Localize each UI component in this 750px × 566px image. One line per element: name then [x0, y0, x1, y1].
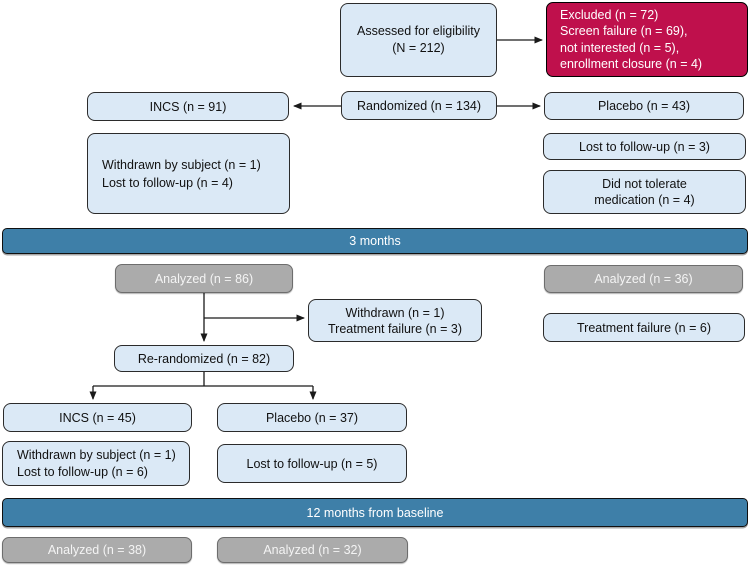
incs-45-box: INCS (n = 45): [3, 403, 192, 432]
analyzed-32-box: Analyzed (n = 32): [217, 537, 408, 563]
lost-followup-5-box: Lost to follow-up (n = 5): [217, 444, 407, 483]
analyzed-36-box: Analyzed (n = 36): [544, 265, 743, 293]
text-line: INCS (n = 45): [59, 410, 136, 425]
text-line: Analyzed (n = 36): [594, 272, 693, 286]
incs-91-box: INCS (n = 91): [87, 92, 289, 121]
twelve-months-band: 12 months from baseline: [2, 498, 748, 527]
text-line: Lost to follow-up (n = 5): [246, 456, 378, 471]
incs45-withdrawn-box: Withdrawn by subject (n = 1) Lost to fol…: [2, 441, 190, 486]
text-line: Did not tolerate: [602, 177, 687, 191]
text-line: Placebo (n = 43): [597, 99, 691, 113]
incs-withdrawn-box: Withdrawn by subject (n = 1) Lost to fol…: [87, 133, 290, 214]
text-line: Placebo (n = 37): [265, 410, 359, 425]
placebo-37-box: Placebo (n = 37): [217, 403, 407, 432]
text-line: Lost to follow-up (n = 4): [102, 175, 233, 190]
text-line: Assessed for eligibility: [357, 24, 480, 38]
text-line: Screen failure (n = 69),: [560, 24, 688, 38]
text-line: Withdrawn (n = 1): [345, 305, 445, 320]
withdrawn-treatment-failure-box: Withdrawn (n = 1) Treatment failure (n =…: [308, 299, 482, 342]
text-line: enrollment closure (n = 4): [560, 57, 703, 71]
three-months-band: 3 months: [2, 228, 748, 254]
text-line: Treatment failure (n = 3): [328, 321, 462, 336]
assessed-eligibility-box: Assessed for eligibility (N = 212): [340, 3, 497, 77]
text-line: Withdrawn by subject (n = 1): [17, 447, 176, 462]
text-line: (N = 212): [392, 41, 445, 55]
randomized-box: Randomized (n = 134): [341, 91, 497, 120]
text-line: Lost to follow-up (n = 6): [17, 464, 148, 479]
text-line: Randomized (n = 134): [356, 98, 482, 113]
text-line: Withdrawn by subject (n = 1): [102, 157, 261, 172]
text-line: Excluded (n = 72): [560, 7, 659, 22]
band-label: 3 months: [349, 234, 401, 248]
excluded-box: Excluded (n = 72) Screen failure (n = 69…: [546, 2, 748, 77]
text-line: Analyzed (n = 38): [47, 543, 147, 557]
did-not-tolerate-box: Did not tolerate medication (n = 4): [543, 170, 746, 214]
re-randomized-box: Re-randomized (n = 82): [114, 345, 294, 372]
text-line: Lost to follow-up (n = 3): [579, 139, 710, 154]
treatment-failure-6-box: Treatment failure (n = 6): [543, 313, 745, 342]
analyzed-38-box: Analyzed (n = 38): [2, 537, 192, 563]
text-line: Analyzed (n = 32): [263, 543, 362, 557]
text-line: INCS (n = 91): [149, 99, 227, 114]
lost-followup-3-box: Lost to follow-up (n = 3): [543, 133, 746, 160]
text-line: Re-randomized (n = 82): [137, 351, 271, 366]
analyzed-86-box: Analyzed (n = 86): [115, 264, 293, 293]
placebo-43-box: Placebo (n = 43): [544, 92, 744, 120]
text-line: medication (n = 4): [594, 193, 695, 207]
text-line: Analyzed (n = 86): [154, 271, 254, 286]
text-line: not interested (n = 5),: [560, 40, 680, 55]
band-label: 12 months from baseline: [306, 505, 444, 520]
text-line: Treatment failure (n = 6): [577, 320, 711, 335]
